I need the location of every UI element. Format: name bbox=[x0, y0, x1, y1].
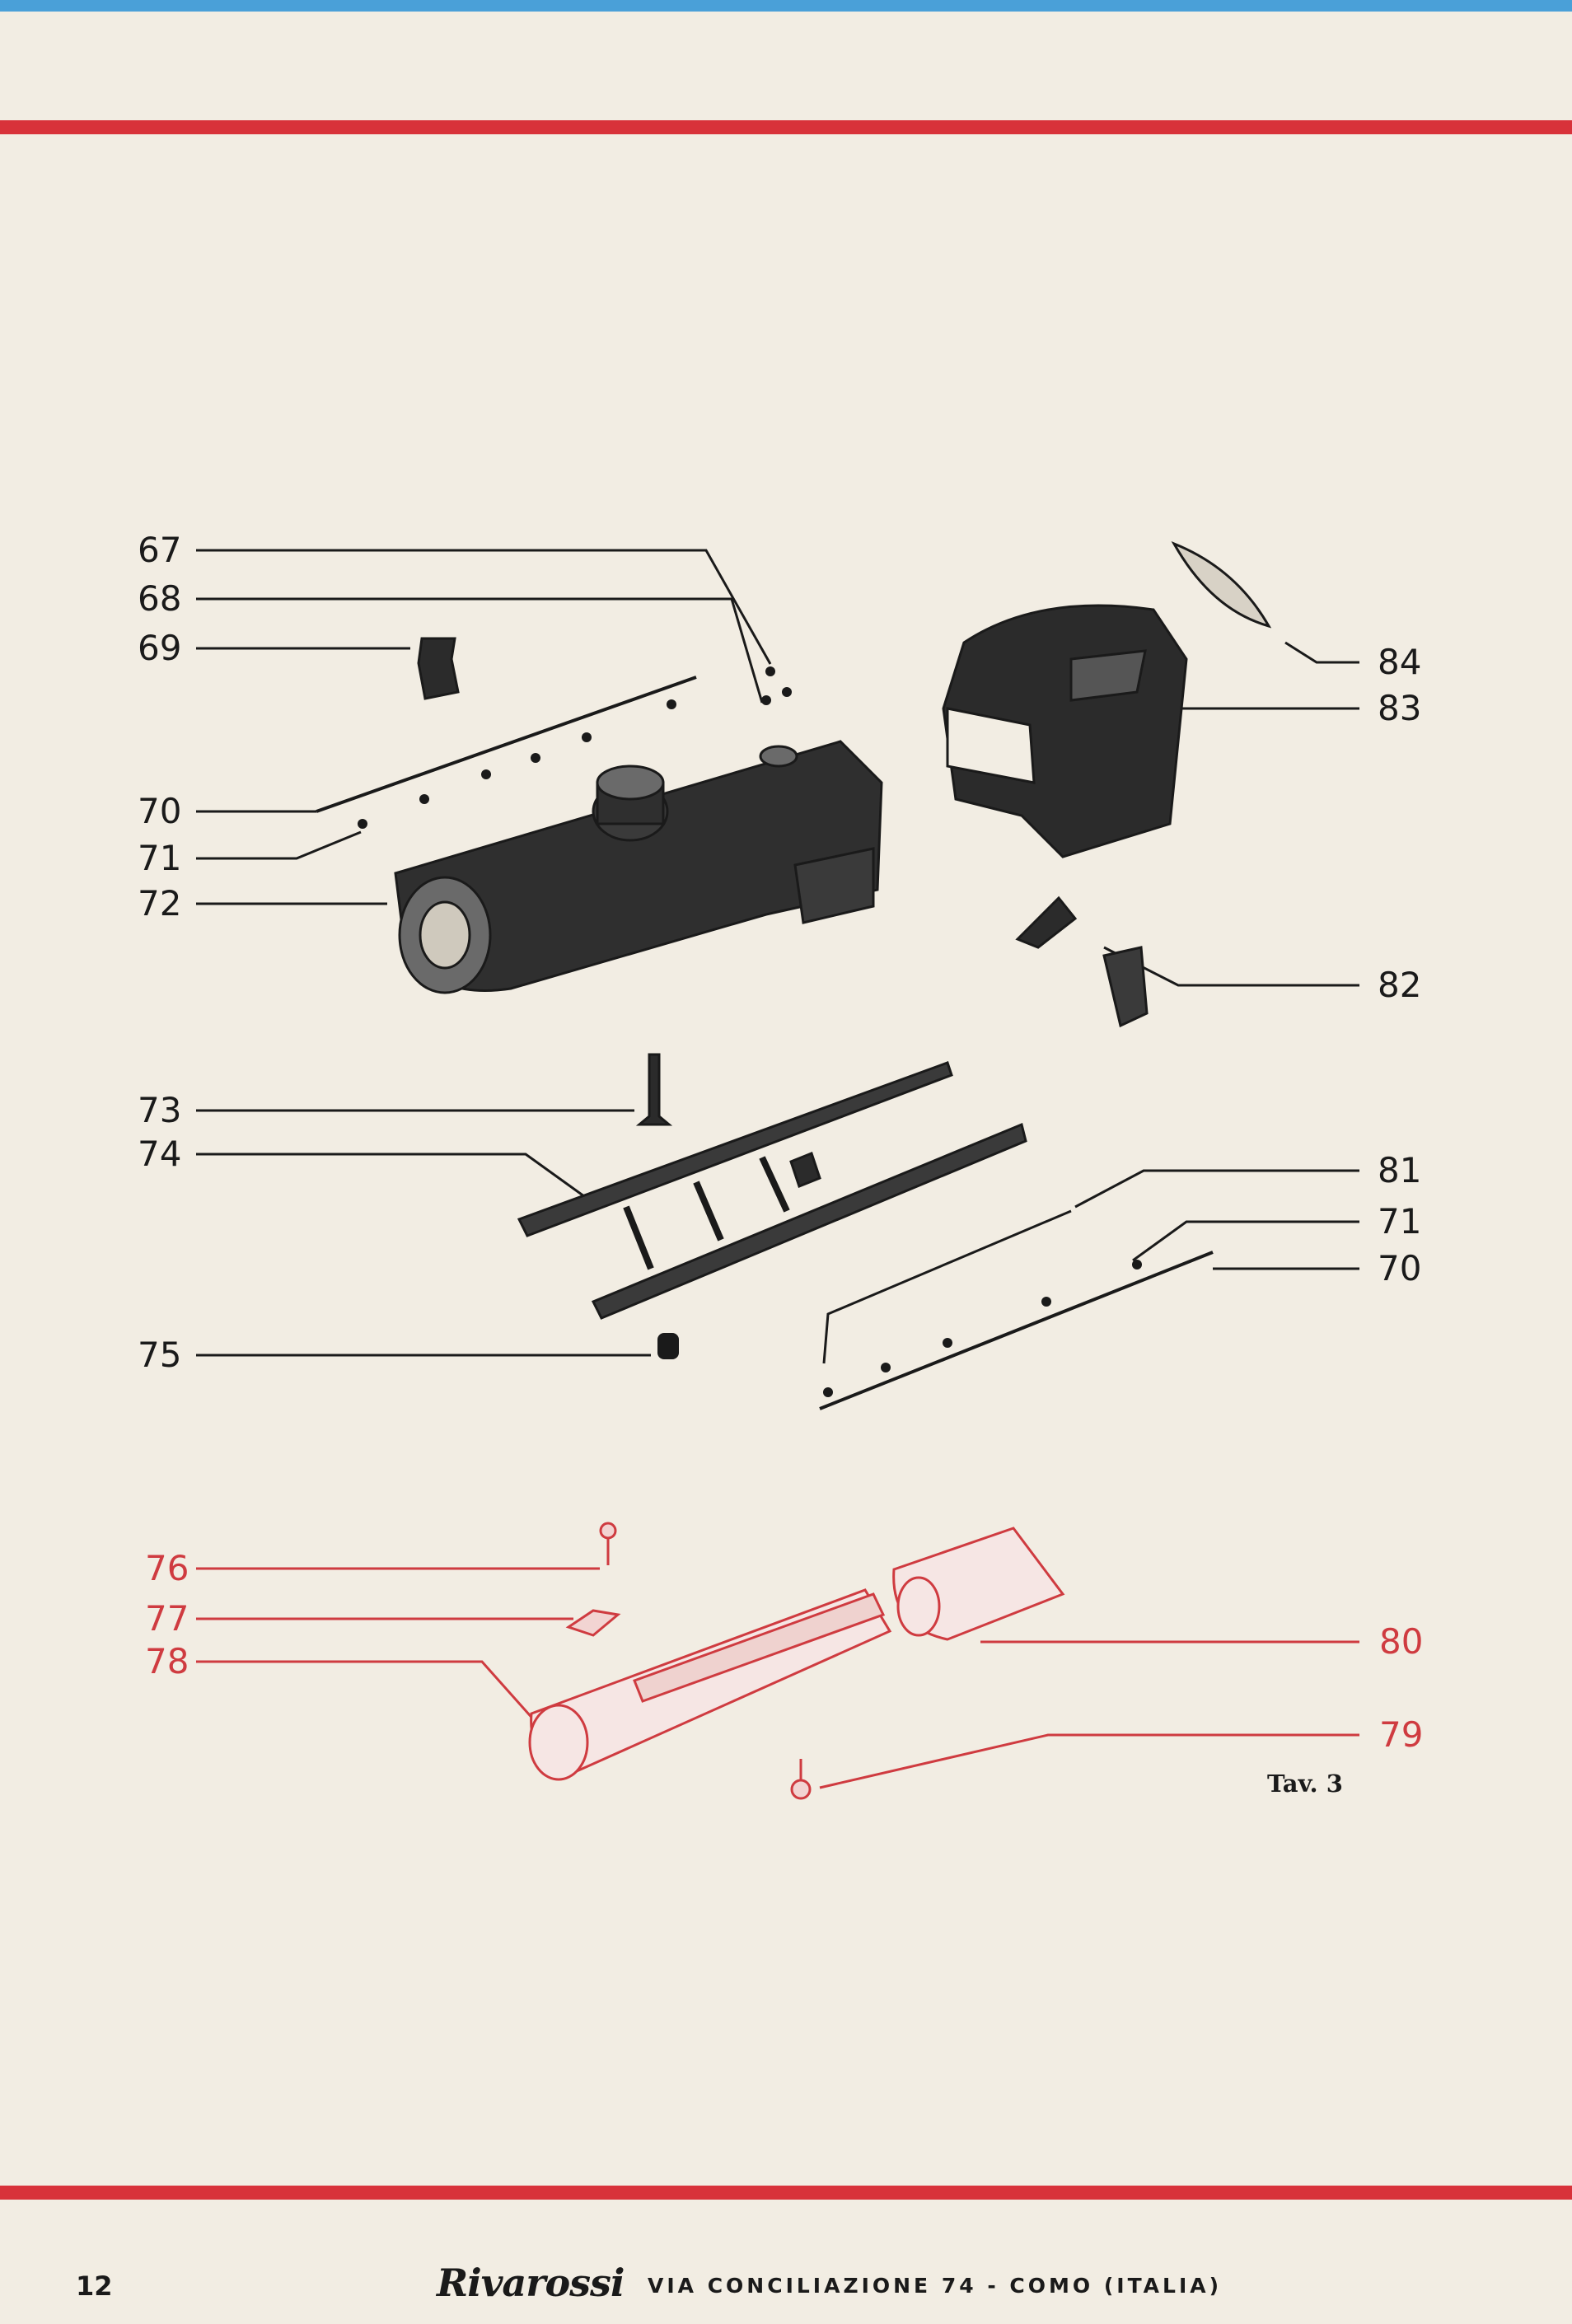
callout-68: 68 bbox=[138, 578, 182, 619]
callout-83: 83 bbox=[1378, 688, 1422, 728]
callout-67: 67 bbox=[138, 530, 182, 570]
callout-78: 78 bbox=[145, 1641, 189, 1681]
part-73-pin bbox=[635, 1053, 673, 1126]
part-77-clip bbox=[565, 1609, 621, 1637]
leader-84 bbox=[1284, 641, 1359, 664]
leader-68 bbox=[196, 597, 764, 704]
part-69-chimney bbox=[417, 637, 460, 700]
part-81-rod bbox=[822, 1209, 1072, 1364]
callout-80: 80 bbox=[1379, 1621, 1424, 1662]
plate-label: Tav. 3 bbox=[1267, 1770, 1343, 1798]
callout-74: 74 bbox=[138, 1134, 182, 1174]
callout-70: 70 bbox=[138, 791, 182, 831]
leader-81 bbox=[1074, 1169, 1359, 1209]
part-75-bushing bbox=[657, 1333, 679, 1359]
callout-82: 82 bbox=[1378, 965, 1422, 1005]
part-79-screw bbox=[790, 1759, 812, 1800]
footer-address: VIA CONCILIAZIONE 74 - COMO (ITALIA) bbox=[648, 2274, 1223, 2298]
callout-71-right: 71 bbox=[1378, 1201, 1422, 1241]
part-84-cab-roof bbox=[1171, 541, 1272, 629]
leader-78 bbox=[196, 1660, 537, 1723]
callout-69: 69 bbox=[138, 628, 182, 668]
top-red-rule bbox=[0, 120, 1572, 134]
page-number: 12 bbox=[76, 2270, 113, 2302]
leader-lines-red bbox=[196, 1567, 1359, 1789]
callout-71: 71 bbox=[138, 838, 182, 878]
leader-71a bbox=[196, 830, 362, 860]
part-70b-handrail bbox=[819, 1251, 1214, 1410]
part-71b-handrail-knobs bbox=[823, 1260, 1142, 1397]
callout-75: 75 bbox=[138, 1335, 182, 1375]
leader-71b bbox=[1132, 1220, 1359, 1262]
part-76-screw bbox=[599, 1522, 617, 1565]
part-82-bracket-a bbox=[1015, 895, 1078, 949]
part-71a-handrail-knobs bbox=[358, 666, 792, 829]
callout-70-right: 70 bbox=[1378, 1248, 1422, 1288]
part-80-brush-holder bbox=[892, 1527, 1065, 1641]
callout-81: 81 bbox=[1378, 1150, 1422, 1190]
part-74-frame bbox=[517, 1061, 1027, 1320]
leader-79 bbox=[819, 1733, 1359, 1789]
leader-74 bbox=[196, 1153, 594, 1204]
callout-77: 77 bbox=[145, 1598, 189, 1639]
callout-84: 84 bbox=[1378, 642, 1422, 682]
top-edge-strip bbox=[0, 0, 1572, 12]
callout-79: 79 bbox=[1379, 1714, 1424, 1755]
bottom-red-rule bbox=[0, 2186, 1572, 2200]
part-82-steps bbox=[1102, 946, 1149, 1028]
part-72-boiler bbox=[394, 740, 883, 994]
part-83-cab bbox=[942, 604, 1188, 858]
callout-72: 72 bbox=[138, 883, 182, 924]
part-78-motor-housing bbox=[528, 1588, 892, 1781]
callout-73: 73 bbox=[138, 1090, 182, 1130]
brand-logo: Rivarossi bbox=[437, 2261, 625, 2305]
callout-76: 76 bbox=[145, 1548, 189, 1588]
leader-lines-black bbox=[196, 549, 1359, 1357]
part-70a-handrail bbox=[316, 676, 697, 813]
leader-67 bbox=[196, 549, 772, 665]
